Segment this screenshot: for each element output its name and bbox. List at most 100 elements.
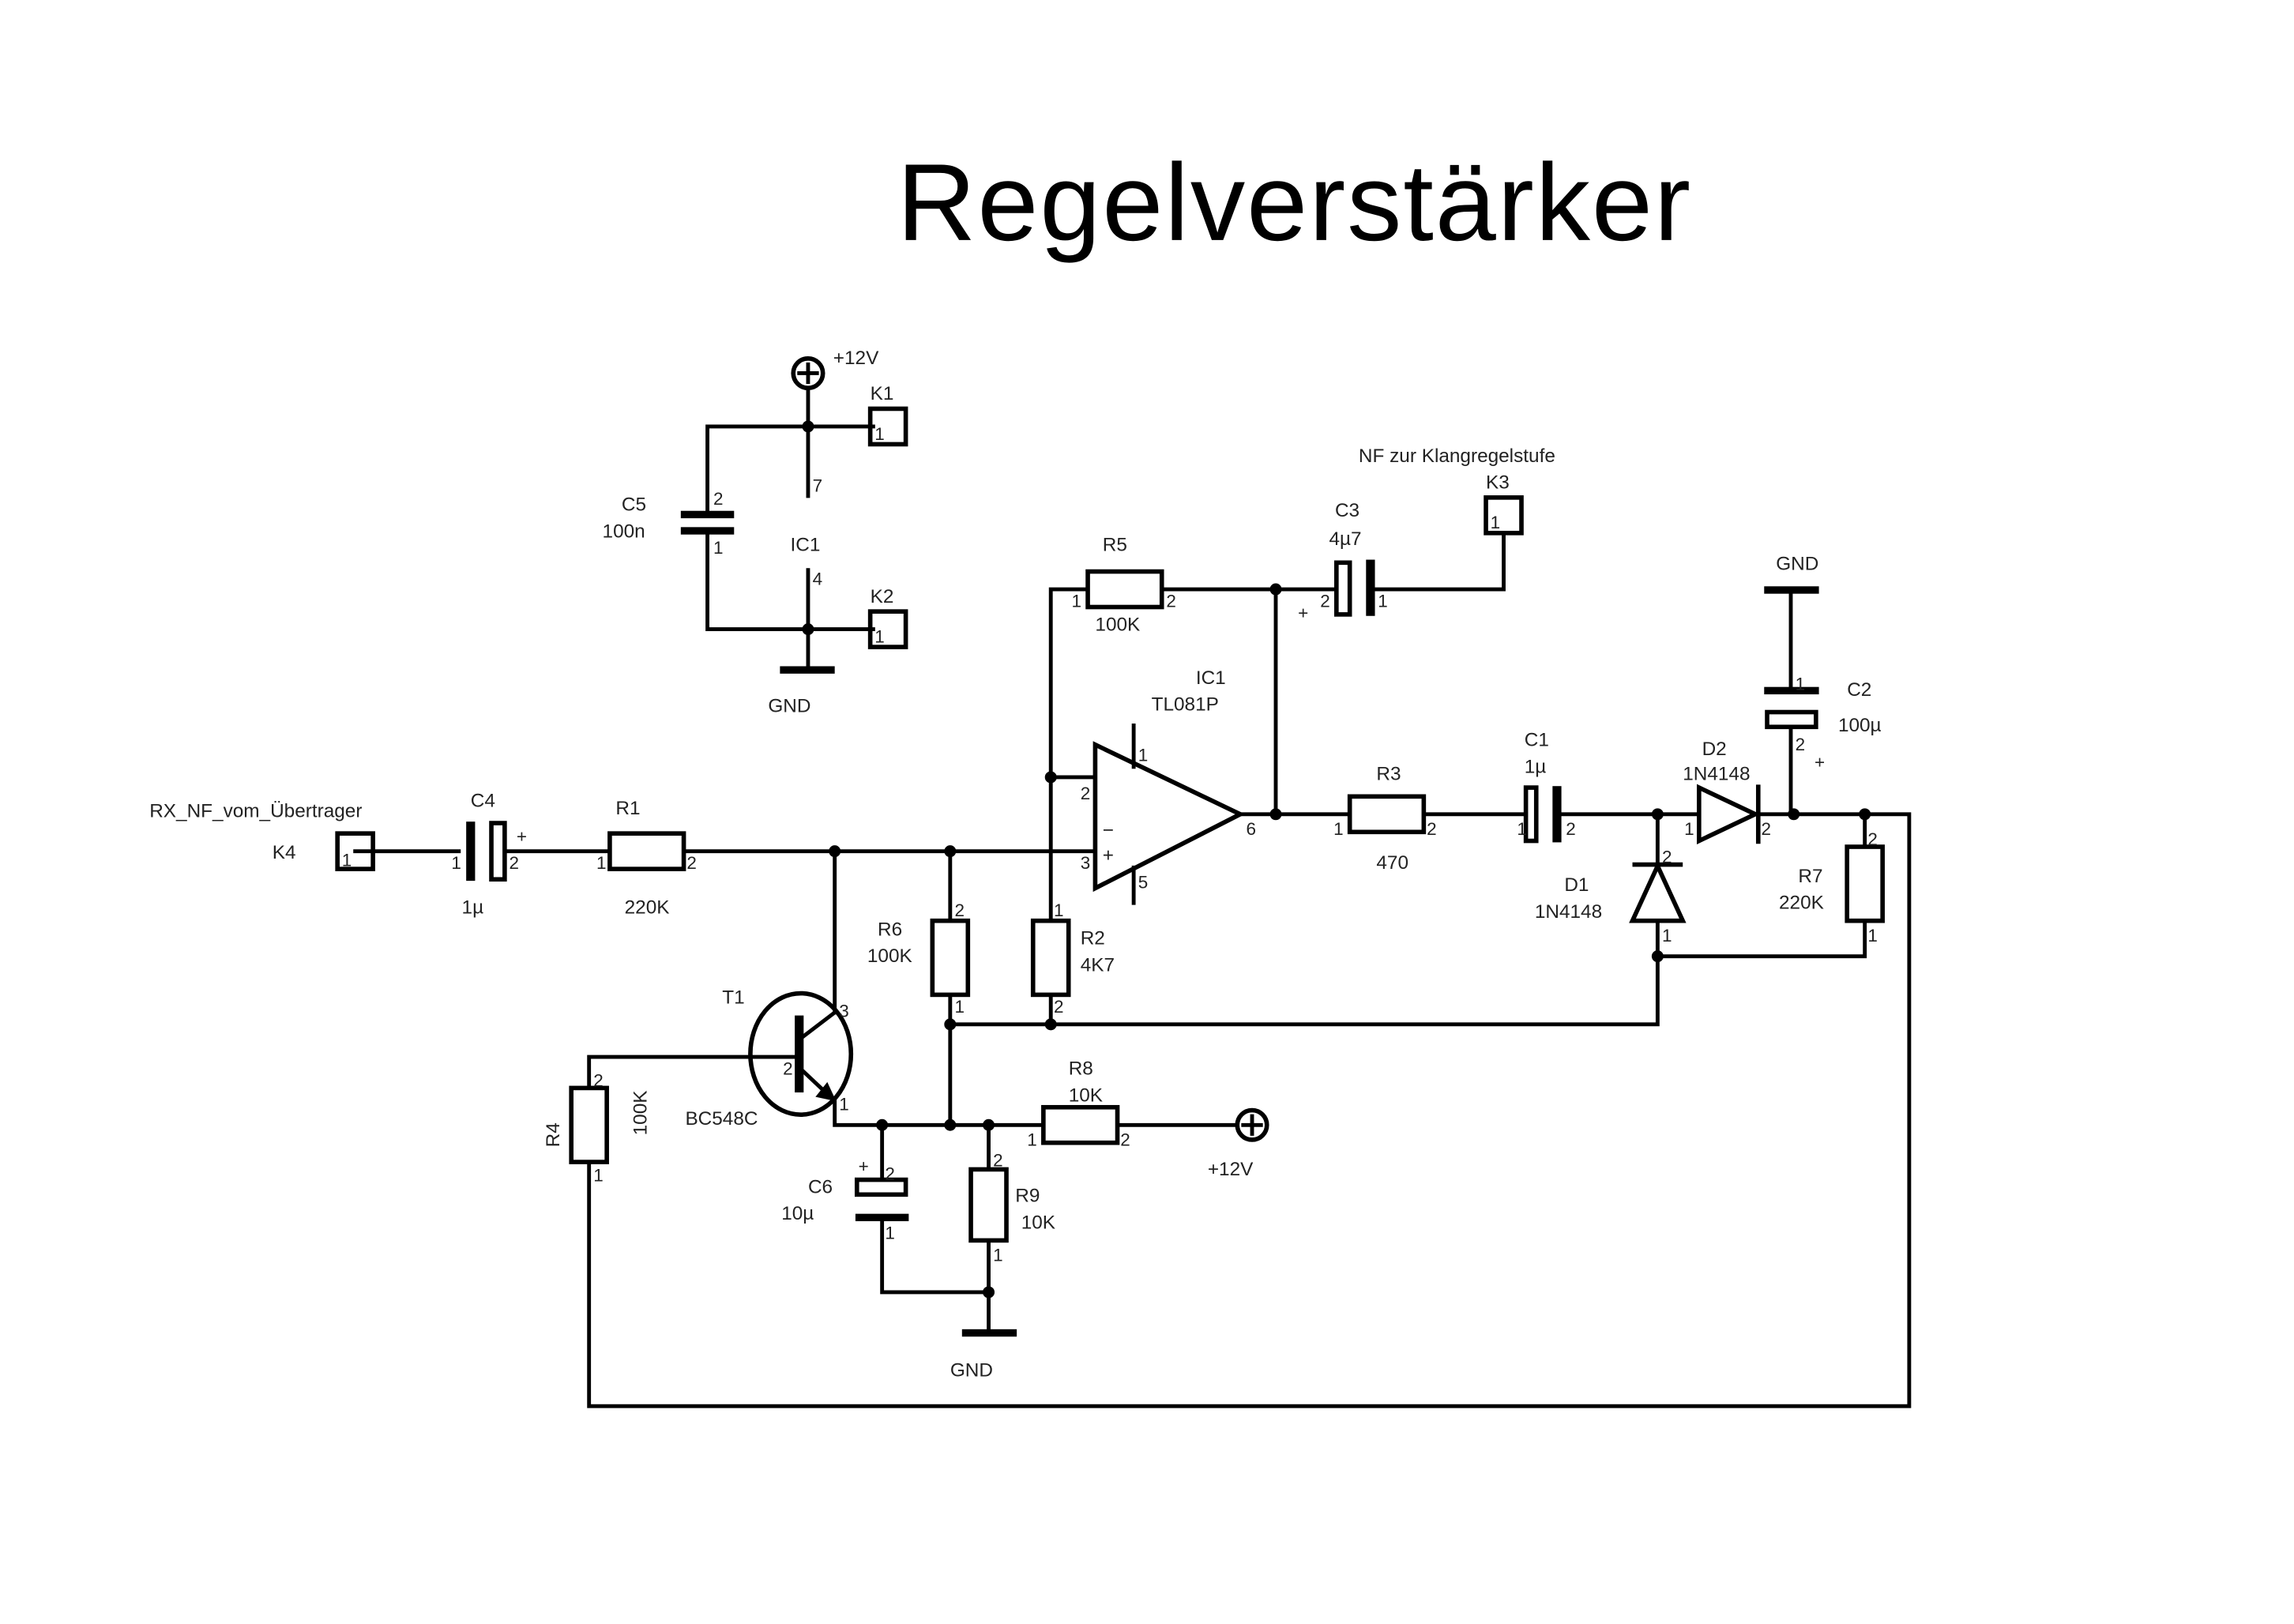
resistor-r2 [1030, 918, 1071, 998]
svg-text:−: − [1103, 820, 1114, 841]
svg-text:IC1: IC1 [790, 534, 820, 555]
svg-text:1: 1 [1027, 1130, 1037, 1149]
svg-text:C4: C4 [471, 790, 495, 811]
resistor-r9 [968, 1167, 1009, 1243]
svg-text:K2: K2 [871, 586, 894, 607]
svg-text:K1: K1 [871, 383, 894, 404]
connector-k3[interactable] [1484, 495, 1524, 536]
svg-text:1: 1 [1054, 900, 1064, 920]
schematic-title: Regelverstärker [897, 141, 1692, 264]
svg-text:2: 2 [510, 853, 520, 873]
svg-text:BC548C: BC548C [685, 1108, 758, 1130]
svg-text:GND: GND [950, 1360, 993, 1382]
svg-text:10µ: 10µ [781, 1203, 814, 1224]
svg-text:2: 2 [686, 853, 697, 873]
svg-text:2: 2 [1867, 829, 1878, 849]
svg-text:470: 470 [1376, 852, 1408, 874]
svg-text:2: 2 [1166, 592, 1176, 611]
svg-text:2: 2 [1566, 819, 1576, 839]
svg-text:6: 6 [1247, 819, 1257, 839]
resistor-r1 [607, 831, 686, 871]
ground-symbol [1764, 586, 1819, 594]
resistor-r4 [569, 1085, 609, 1164]
capacitor-c6 [854, 1177, 908, 1197]
svg-text:R3: R3 [1376, 764, 1401, 785]
svg-text:1N4148: 1N4148 [1535, 901, 1602, 923]
svg-text:1: 1 [874, 626, 885, 646]
svg-text:R9: R9 [1015, 1186, 1040, 1207]
svg-text:1: 1 [1378, 592, 1388, 611]
svg-text:C2: C2 [1847, 679, 1871, 701]
svg-text:220K: 220K [625, 897, 670, 918]
svg-text:1: 1 [593, 1165, 604, 1185]
svg-text:+: + [1815, 753, 1825, 773]
svg-text:GND: GND [768, 696, 810, 717]
svg-text:220K: 220K [1779, 893, 1824, 914]
svg-text:D1: D1 [1564, 874, 1589, 896]
svg-text:2: 2 [885, 1164, 895, 1184]
svg-text:1: 1 [874, 424, 885, 444]
svg-text:1: 1 [451, 853, 461, 873]
svg-text:2: 2 [1762, 819, 1772, 839]
svg-text:C3: C3 [1335, 500, 1359, 521]
svg-text:1: 1 [1684, 819, 1694, 839]
diode-d1 [1629, 860, 1687, 923]
svg-text:1: 1 [885, 1224, 895, 1243]
diode-d2 [1697, 784, 1761, 844]
capacitor-c5 [680, 510, 735, 519]
svg-text:3: 3 [1081, 853, 1091, 873]
svg-text:D2: D2 [1702, 739, 1727, 760]
svg-text:100K: 100K [630, 1091, 652, 1136]
svg-text:R8: R8 [1069, 1058, 1093, 1080]
opamp-ic1: − + 2 3 1 5 6 IC1 TL081P [1048, 667, 1257, 905]
svg-text:1: 1 [713, 538, 724, 558]
capacitor-c4 [466, 821, 476, 882]
capacitor-c2 [1764, 686, 1819, 695]
svg-text:1: 1 [1333, 819, 1343, 839]
resistor-r7 [1845, 844, 1885, 923]
svg-text:100n: 100n [603, 521, 645, 542]
svg-text:1: 1 [1796, 674, 1806, 694]
svg-text:100K: 100K [867, 945, 912, 967]
svg-text:1: 1 [1491, 513, 1501, 532]
svg-text:R4: R4 [543, 1122, 564, 1147]
control-section: T1 BC548C 3 2 1 R6 100K 2 1 R4 100K 2 1 … [543, 849, 1269, 1382]
svg-text:10K: 10K [1021, 1212, 1055, 1233]
connector-k1[interactable] [867, 406, 908, 447]
connector-k2[interactable] [867, 609, 908, 649]
resistor-r5 [1085, 569, 1164, 610]
svg-text:2: 2 [1796, 735, 1806, 754]
capacitor-c1 [1523, 785, 1539, 844]
detector-section: R3 470 1 2 C1 1µ 1 2 D2 1N4148 1 2 D1 1N… [587, 554, 1912, 1408]
svg-text:2: 2 [593, 1071, 604, 1091]
svg-text:1: 1 [1071, 592, 1081, 611]
svg-text:R2: R2 [1081, 928, 1105, 949]
svg-text:2: 2 [783, 1059, 792, 1079]
svg-text:+: + [859, 1156, 869, 1176]
svg-text:4µ7: 4µ7 [1329, 528, 1361, 550]
input-net-label: RX_NF_vom_Übertrager [149, 801, 362, 822]
svg-text:7: 7 [813, 476, 822, 495]
svg-text:C5: C5 [622, 494, 646, 516]
svg-text:R7: R7 [1798, 866, 1822, 887]
svg-text:5: 5 [1138, 872, 1149, 892]
svg-text:TL081P: TL081P [1152, 694, 1219, 716]
svg-text:100K: 100K [1095, 614, 1140, 635]
transistor-t1 [748, 991, 854, 1117]
svg-text:K3: K3 [1486, 472, 1510, 494]
svg-text:4K7: 4K7 [1081, 954, 1115, 976]
power-supply-section: +12V K1 1 K2 1 C5 100n 2 1 7 IC1 4 GND [603, 348, 908, 717]
svg-text:1: 1 [993, 1246, 1002, 1265]
svg-text:1: 1 [1662, 926, 1672, 945]
svg-text:1: 1 [839, 1095, 848, 1115]
svg-text:1: 1 [1138, 745, 1149, 765]
svg-text:GND: GND [1776, 554, 1818, 575]
svg-text:2: 2 [1427, 819, 1436, 839]
svg-text:+12V: +12V [1208, 1159, 1254, 1180]
supply-label: +12V [833, 348, 879, 369]
svg-text:4: 4 [813, 569, 822, 588]
svg-text:2: 2 [1320, 592, 1329, 611]
svg-text:2: 2 [993, 1151, 1002, 1171]
svg-text:+: + [1103, 845, 1114, 867]
